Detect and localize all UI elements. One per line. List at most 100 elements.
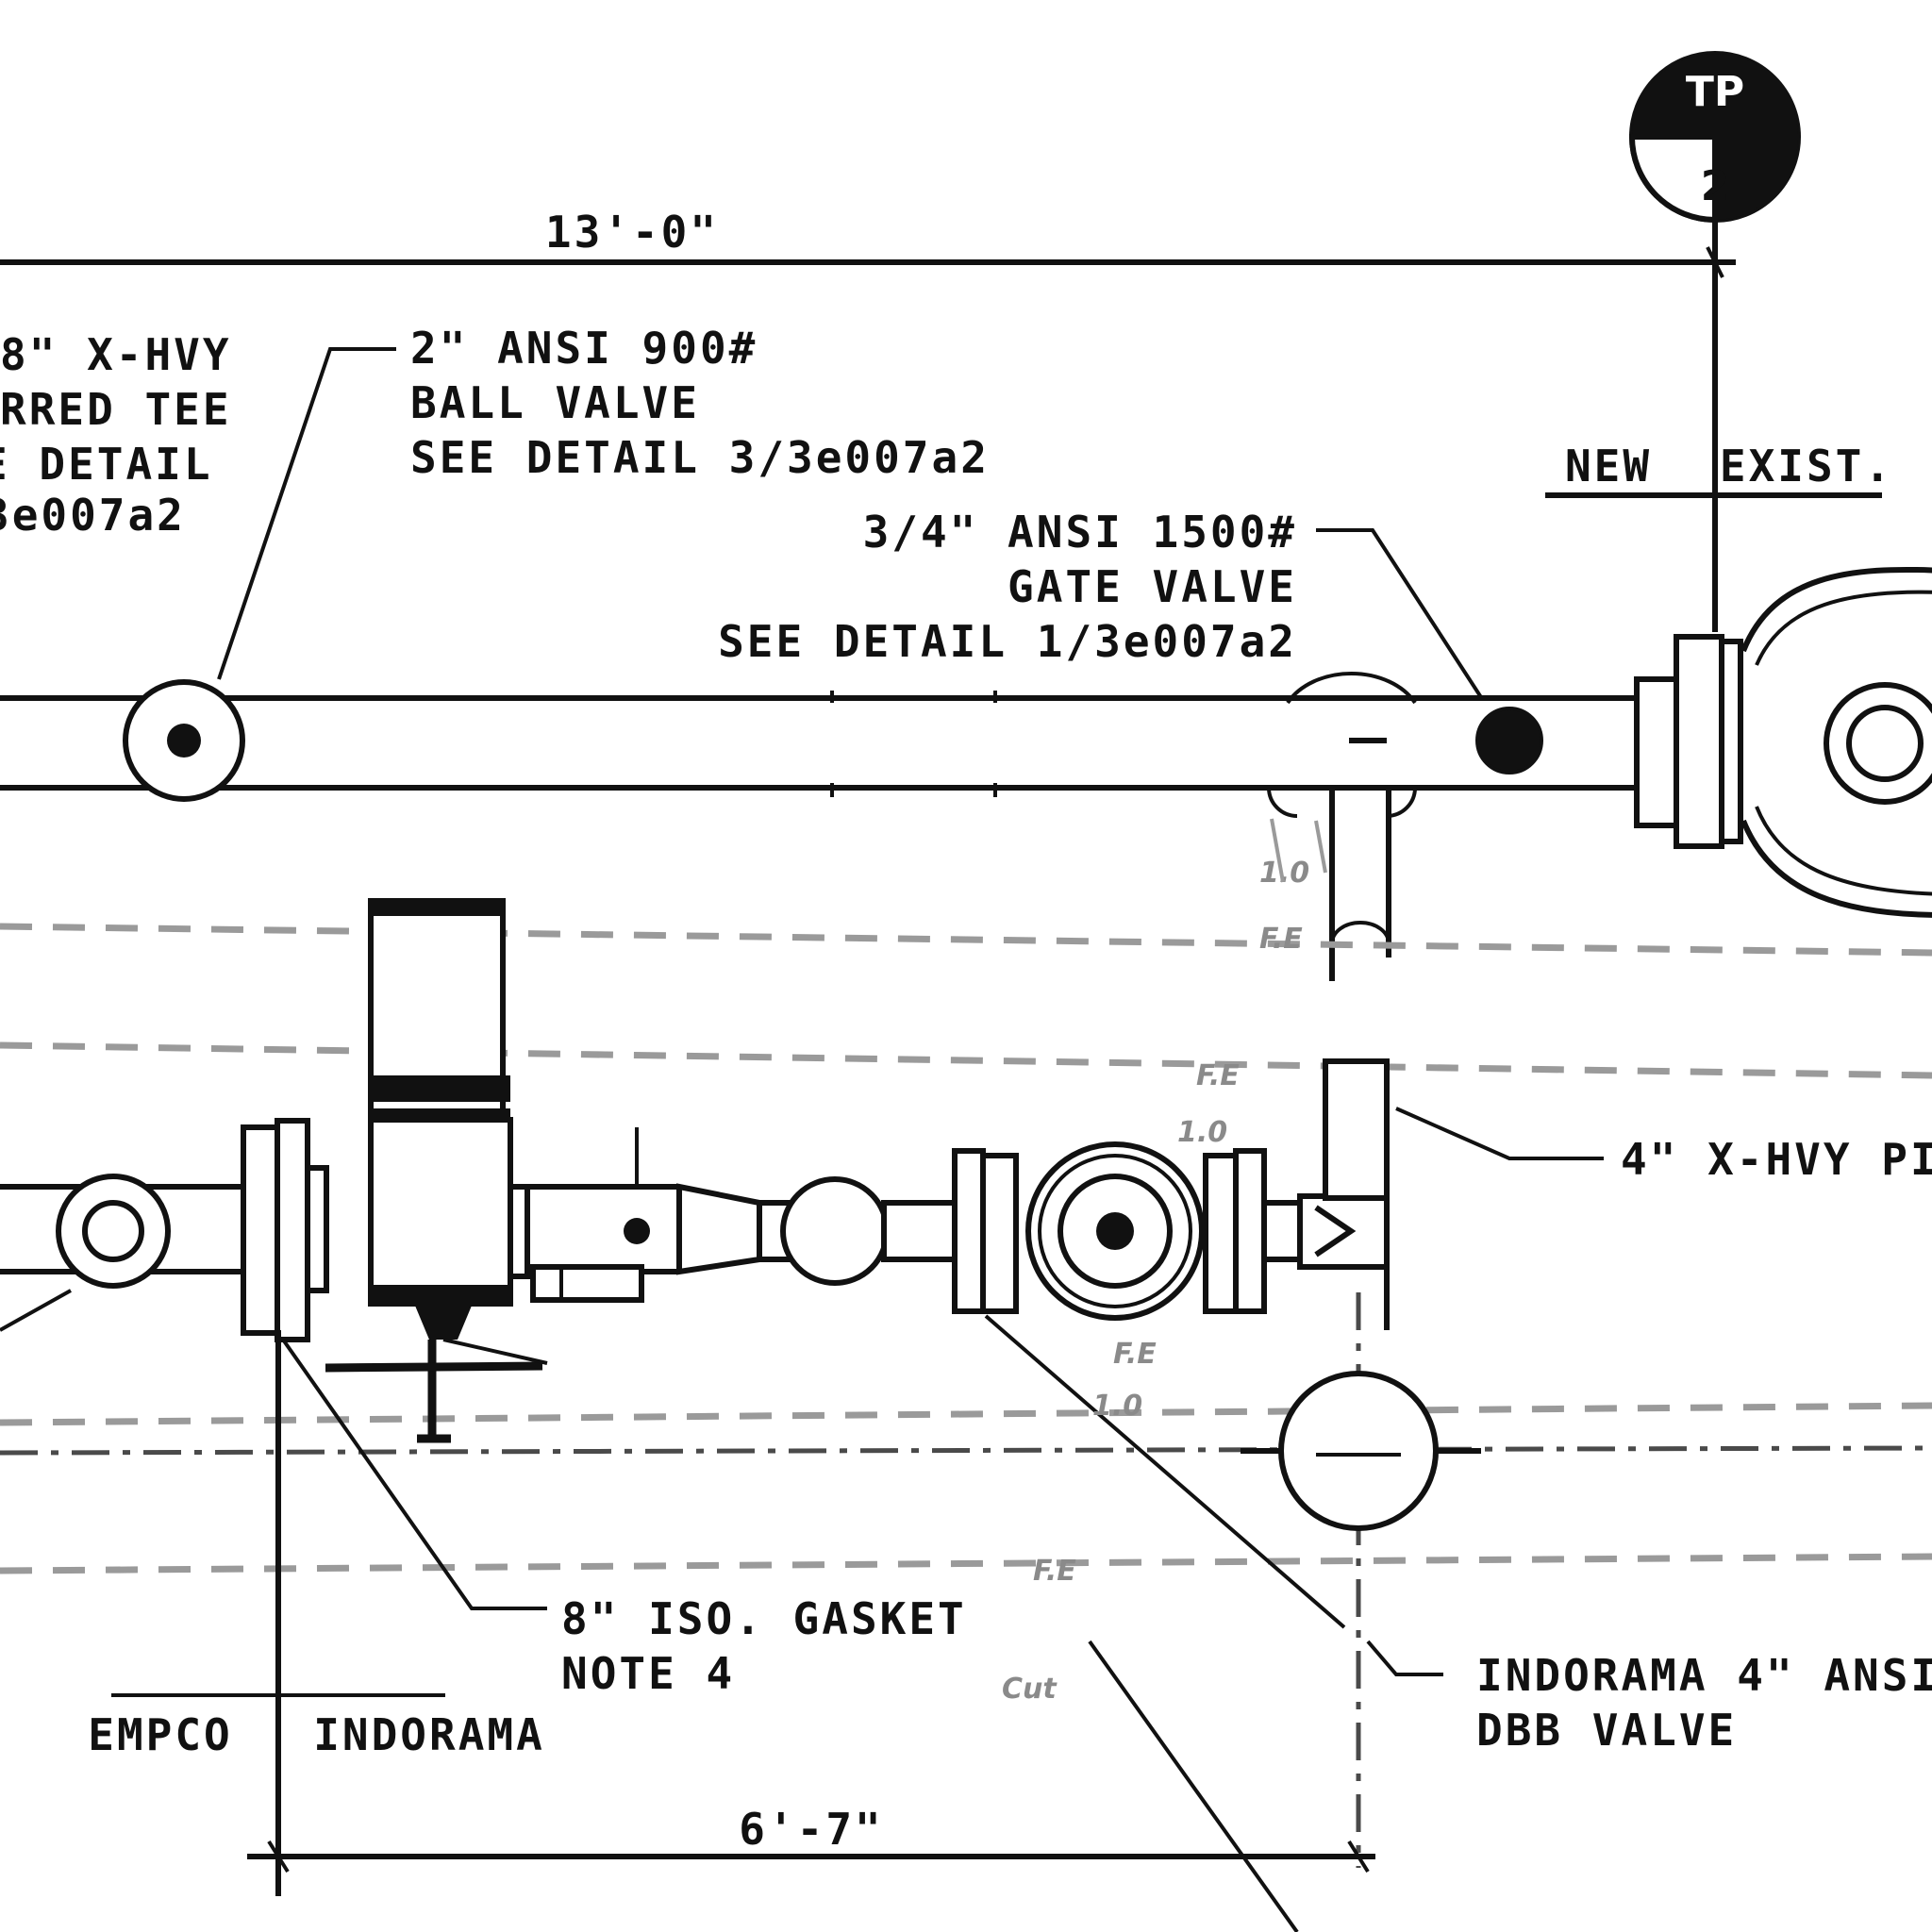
gate-valve-symbol xyxy=(1475,707,1543,774)
gate-valve-label: 3/4" ANSI 1500# GATE VALVE SEE DETAIL 1/… xyxy=(718,507,1502,728)
tee-label: 8" X-HVY RRED TEE E DETAIL 3e007a2 xyxy=(0,329,232,541)
gray-leader xyxy=(1314,820,1327,874)
inline-spool xyxy=(881,1200,960,1262)
section-tag-quadrant-bl xyxy=(1628,134,1718,224)
actuator-stem-base xyxy=(415,1306,472,1340)
ball-valve-label: 2" ANSI 900# BALL VALVE SEE DETAIL 3/3e0… xyxy=(217,323,990,680)
bottom-dimension-tick-right xyxy=(1347,1840,1370,1874)
new-exist-marker: NEW EXIST. xyxy=(1545,441,1893,498)
existing-vessel-bottom xyxy=(1740,819,1932,918)
existing-nozzle-outer xyxy=(1824,682,1932,805)
existing-vessel-bottom-inner xyxy=(1755,806,1932,896)
upper-flange-left xyxy=(1634,676,1679,828)
tee-branch-arc xyxy=(1286,671,1417,705)
actuator-handwheel-arm xyxy=(442,1338,548,1365)
gray-annotations: 1.0 F.E 1.0 F.E F.E 1.0 F.E Cut xyxy=(1002,818,1327,1706)
gate-valve-label-line-2: GATE VALVE xyxy=(1008,561,1297,612)
gray-annotation: 1.0 xyxy=(1177,1116,1227,1149)
reference-lines xyxy=(0,923,1932,1574)
tee-label-line-4: 3e007a2 xyxy=(0,490,186,541)
ref-line-2 xyxy=(0,1041,1932,1079)
lower-leader xyxy=(1088,1640,1299,1932)
gray-leader xyxy=(1270,818,1285,883)
upper-header-pipe xyxy=(0,566,1932,981)
iso-gasket-line-2: NOTE 4 xyxy=(561,1648,735,1699)
ball-valve-label-line-3: SEE DETAIL 3/3e007a2 xyxy=(410,432,990,483)
ref-line-4 xyxy=(0,1445,1932,1456)
pipe-callout: 4" X-HVY PI xyxy=(1395,1107,1932,1185)
gray-annotation: Cut xyxy=(1002,1673,1058,1706)
lower-run xyxy=(0,898,1481,1868)
tee-branch-break xyxy=(1330,921,1391,944)
vent-tap xyxy=(624,1218,650,1244)
dbb-valve-arrow xyxy=(1314,1205,1357,1257)
tee-label-line-3: E DETAIL xyxy=(0,439,213,490)
gray-annotation: F.E xyxy=(1259,923,1303,956)
ball-valve-leader xyxy=(217,347,396,680)
section-tag-quadrant-br xyxy=(1715,137,1798,220)
dbb-valve-line-1: INDORAMA 4" ANSI xyxy=(1476,1650,1932,1701)
ball-valve-label-line-1: 2" ANSI 900# xyxy=(410,323,758,374)
iso-flange-left xyxy=(241,1124,280,1336)
valve-handwheel-outer xyxy=(1025,1141,1205,1321)
lower-branch-outer xyxy=(56,1174,171,1289)
tee-label-line-1: 8" X-HVY xyxy=(0,329,232,380)
gray-annotation: 1.0 xyxy=(1259,857,1309,890)
ball-valve-label-line-2: BALL VALVE xyxy=(410,377,700,428)
top-dimension-text: 13'-0" xyxy=(545,207,719,258)
dbb-valve-callout: INDORAMA 4" ANSI DBB VALVE xyxy=(984,1314,1932,1932)
pipe-hub xyxy=(508,1184,530,1279)
valve-flange-right-b xyxy=(1233,1148,1267,1314)
bottom-dimension-text: 6'-7" xyxy=(739,1804,883,1855)
drain-stub xyxy=(530,1264,644,1303)
dbb-valve-line-2: DBB VALVE xyxy=(1476,1705,1737,1756)
new-label: NEW xyxy=(1565,441,1652,491)
iso-gasket-leader xyxy=(281,1338,547,1610)
reducer xyxy=(676,1183,762,1275)
upper-flange-right xyxy=(1719,639,1743,844)
gray-annotation: F.E xyxy=(1113,1338,1157,1371)
empco-label: EMPCO xyxy=(88,1709,232,1760)
actuator-base xyxy=(371,1285,510,1306)
dbb-valve-leader-from-valve xyxy=(984,1314,1346,1629)
existing-vessel-top xyxy=(1740,566,1932,653)
iso-gasket-callout: 8" ISO. GASKET NOTE 4 xyxy=(281,1338,964,1699)
upper-pipe-body xyxy=(0,695,1640,791)
ball-valve-branch-center xyxy=(167,724,201,758)
pipe-callout-leader xyxy=(1395,1107,1604,1160)
pipe-callout-text: 4" X-HVY PI xyxy=(1621,1134,1932,1185)
top-dimension: 13'-0" xyxy=(0,207,1736,632)
gray-annotation: F.E xyxy=(1033,1555,1076,1588)
valve-flange-left-a xyxy=(952,1148,986,1314)
lower-branch-circle xyxy=(1278,1371,1439,1531)
tee-fillet-right xyxy=(1386,787,1417,818)
valve-handwheel-inner xyxy=(1058,1174,1173,1289)
actuator-handwheel xyxy=(325,1361,543,1373)
section-tag-top: TP xyxy=(1686,68,1744,116)
section-tag-quadrant-tr xyxy=(1715,54,1798,137)
tee-fillet-left xyxy=(1267,787,1298,818)
lower-branch-leader xyxy=(0,1289,72,1332)
bottom-dimension: 6'-7" xyxy=(247,1804,1375,1874)
iso-flange-hub xyxy=(305,1165,329,1293)
upper-flange-main xyxy=(1674,634,1724,849)
actuator-lower-body xyxy=(368,1117,513,1307)
ref-line-3 xyxy=(0,1402,1932,1426)
inline-ball xyxy=(780,1176,890,1286)
tee-label-line-2: RRED TEE xyxy=(0,384,232,435)
exist-label: EXIST. xyxy=(1720,441,1893,491)
valve-stem-center xyxy=(1096,1212,1134,1250)
vertical-pipe-stub xyxy=(1323,1058,1390,1201)
ref-line-5 xyxy=(0,1553,1932,1574)
dbb-valve-leader xyxy=(1366,1640,1443,1676)
gate-valve-leader xyxy=(1316,528,1502,728)
bottom-dimension-tick-left xyxy=(267,1840,290,1874)
iso-flange-right xyxy=(275,1118,310,1342)
ownership-marker: EMPCO INDORAMA xyxy=(88,1330,542,1896)
dbb-valve-body xyxy=(1297,1193,1390,1270)
existing-vessel-top-inner xyxy=(1755,590,1932,666)
valve-flange-right-a xyxy=(1203,1153,1239,1314)
gray-annotation: F.E xyxy=(1196,1059,1240,1092)
gate-valve-label-line-1: 3/4" ANSI 1500# xyxy=(863,507,1297,558)
ref-line-1 xyxy=(0,923,1932,957)
